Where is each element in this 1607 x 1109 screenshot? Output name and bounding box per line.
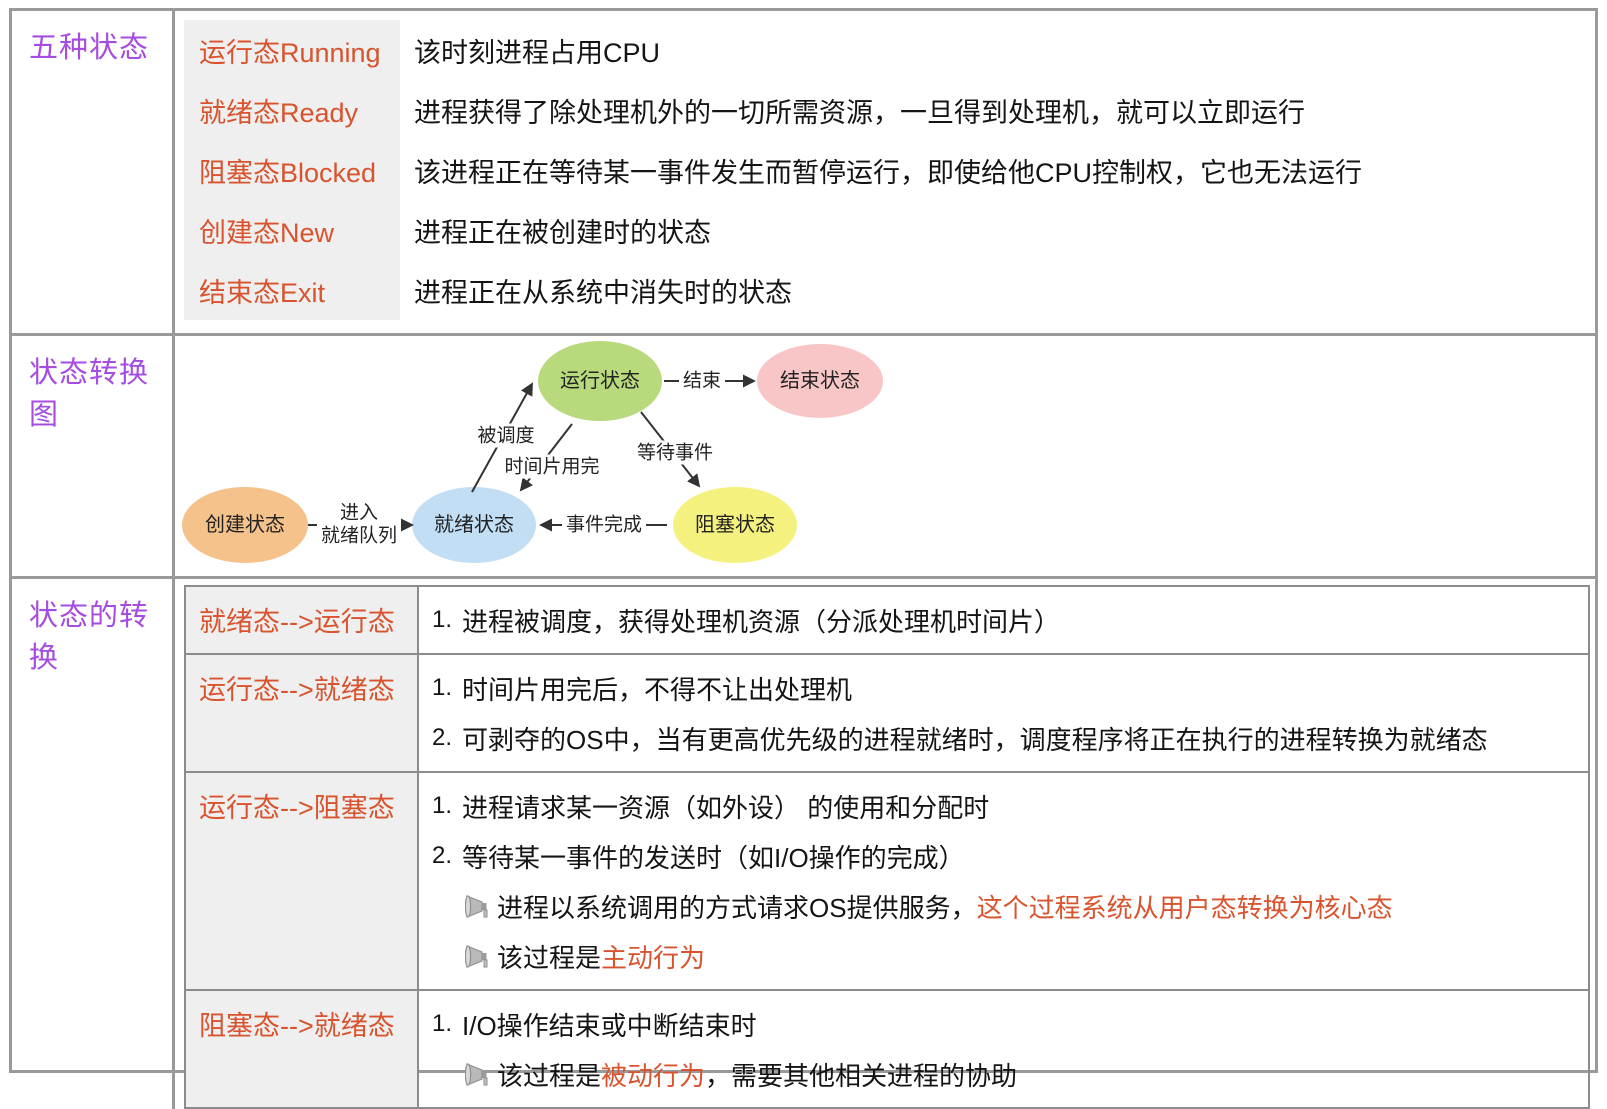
label-background (473, 423, 539, 448)
label-background (500, 454, 604, 479)
highlighted-text: 被动行为 (601, 1060, 706, 1091)
diagram-content: 创建状态 就绪状态 阻塞状态 运行状态 结束状态进入就绪队列 被调度时间片用完 等待事件事件… (175, 336, 1595, 578)
transition-label: 就绪态-->运行态 (186, 587, 419, 653)
state-description: 该时刻进程占用CPU (414, 37, 661, 68)
state-name: 结束态Exit (184, 260, 400, 320)
body-text: 进程以系统调用的方式请求OS提供服务， (497, 892, 977, 923)
five-states-table: 运行态Running 该时刻进程占用CPU 就绪态Ready 进程获得了除处理机外的一… (184, 20, 1595, 320)
five-states-content: 运行态Running 该时刻进程占用CPU 就绪态Ready 进程获得了除处理机外的一… (175, 11, 1595, 333)
state-node-label-exit: 结束状态 (780, 369, 860, 392)
label-background (678, 368, 726, 393)
state-node-label-new: 创建状态 (205, 513, 285, 536)
transition-details: 1. 进程被调度，获得处理机资源（分派处理机时间片） (419, 587, 1588, 653)
section-title-transitions: 状态的转换 (12, 579, 175, 1109)
state-node-blocked (673, 487, 797, 563)
transition-arrow-label: 结束 (683, 370, 721, 392)
megaphone-icon (465, 944, 488, 968)
transition-details: 1. 进程请求某一资源（如外设） 的使用和分配时 2. 等待某一事件的发送时（如I/O… (419, 773, 1588, 989)
state-node-ready (412, 487, 536, 563)
transition-label: 运行态-->就绪态 (186, 655, 419, 771)
line-number: 2. (432, 724, 453, 751)
state-description: 进程正在被创建时的状态 (414, 217, 711, 248)
state-name: 阻塞态Blocked (184, 140, 400, 200)
state-name: 就绪态Ready (184, 80, 400, 140)
transition-details: 1. 时间片用完后，不得不让出处理机 2. 可剥夺的OS中，当有更高优先级的进程就绪时… (419, 655, 1588, 771)
megaphone-icon (465, 894, 488, 918)
note-line: 该过程是被动行为，需要其他相关进程的协助 (419, 1049, 1588, 1099)
label-background (632, 440, 718, 465)
numbered-line: 2. 可剥夺的OS中，当有更高优先级的进程就绪时，调度程序将正在执行的进程转换为就… (419, 713, 1588, 763)
transition-label: 阻塞态-->就绪态 (186, 991, 419, 1107)
note-line: 进程以系统调用的方式请求OS提供服务，这个过程系统从用户态转换为核心态 (419, 881, 1588, 931)
transition-row: 运行态-->阻塞态 1. 进程请求某一资源（如外设） 的使用和分配时 2. 等待某一事件… (186, 771, 1588, 989)
numbered-line: 1. I/O操作结束或中断结束时 (419, 999, 1588, 1049)
state-node-exit (757, 344, 883, 418)
state-node-label-running: 运行状态 (560, 369, 640, 392)
body-text: 可剥夺的OS中，当有更高优先级的进程就绪时，调度程序将正在执行的进程转换为就绪态 (462, 724, 1488, 755)
state-node-new (182, 487, 308, 563)
numbered-line: 1. 时间片用完后，不得不让出处理机 (419, 663, 1588, 713)
body-text: 该过程是 (497, 1060, 602, 1091)
transition-row: 运行态-->就绪态 1. 时间片用完后，不得不让出处理机 2. 可剥夺的OS中，当有更高… (186, 653, 1588, 771)
transition-row: 就绪态-->运行态 1. 进程被调度，获得处理机资源（分派处理机时间片） (186, 587, 1588, 653)
line-number: 2. (432, 842, 453, 869)
transition-arrow-label: 进入 (340, 502, 378, 524)
section-diagram: 状态转换图 创建状态 就绪状态 阻塞状态 运行状态 结束状态进入就绪队列 被调度时间片用完… (12, 336, 1595, 579)
line-number: 1. (432, 674, 453, 701)
label-background (316, 523, 402, 548)
highlighted-text: 这个过程系统从用户态转换为核心态 (976, 892, 1393, 923)
state-node-label-ready: 就绪状态 (434, 513, 514, 536)
label-background (335, 500, 383, 525)
transitions-table: 就绪态-->运行态 1. 进程被调度，获得处理机资源（分派处理机时间片） 运行态-->… (184, 585, 1590, 1109)
numbered-line: 2. 等待某一事件的发送时（如I/O操作的完成） (419, 831, 1588, 881)
body-text: ，需要其他相关进程的协助 (705, 1060, 1018, 1091)
state-name: 运行态Running (184, 20, 400, 80)
body-text: I/O操作结束或中断结束时 (462, 1010, 757, 1041)
state-node-label-blocked: 阻塞状态 (695, 513, 775, 536)
transition-row: 阻塞态-->就绪态 1. I/O操作结束或中断结束时该过程是被动行为，需要其他相关进… (186, 989, 1588, 1107)
megaphone-icon (465, 1062, 488, 1086)
transition-arrow-label: 时间片用完 (504, 456, 599, 478)
body-text: 进程被调度，获得处理机资源（分派处理机时间片） (462, 606, 1061, 637)
body-text: 该过程是 (497, 942, 602, 973)
line-number: 1. (432, 606, 453, 633)
notes-table: 五种状态 运行态Running 该时刻进程占用CPU 就绪态Ready 进程获得了除处… (9, 8, 1598, 1109)
transition-arrow-label: 就绪队列 (321, 525, 397, 547)
section-title-diagram: 状态转换图 (12, 336, 175, 578)
transition-arrow-label: 事件完成 (566, 514, 642, 536)
transitions-content: 就绪态-->运行态 1. 进程被调度，获得处理机资源（分派处理机时间片） 运行态-->… (175, 579, 1595, 1109)
line-number: 1. (432, 1010, 453, 1037)
state-description: 该进程正在等待某一事件发生而暂停运行，即使给他CPU控制权，它也无法运行 (414, 157, 1363, 188)
transition-details: 1. I/O操作结束或中断结束时该过程是被动行为，需要其他相关进程的协助 (419, 991, 1588, 1107)
transition-label: 运行态-->阻塞态 (186, 773, 419, 989)
note-line: 该过程是主动行为 (419, 931, 1588, 981)
section-transitions: 状态的转换 就绪态-->运行态 1. 进程被调度，获得处理机资源（分派处理机时间片）… (12, 579, 1595, 1109)
numbered-line: 1. 进程请求某一资源（如外设） 的使用和分配时 (419, 781, 1588, 831)
state-description: 进程获得了除处理机外的一切所需资源，一旦得到处理机，就可以立即运行 (414, 97, 1305, 128)
body-text: 进程请求某一资源（如外设） 的使用和分配时 (462, 792, 990, 823)
section-five-states: 五种状态 运行态Running 该时刻进程占用CPU 就绪态Ready 进程获得了除处… (12, 11, 1595, 336)
body-text: 等待某一事件的发送时（如I/O操作的完成） (462, 842, 965, 873)
highlighted-text: 主动行为 (601, 942, 706, 973)
numbered-line: 1. 进程被调度，获得处理机资源（分派处理机时间片） (419, 595, 1588, 645)
transition-arrow-label: 等待事件 (637, 442, 713, 464)
state-node-running (538, 341, 662, 421)
body-text: 时间片用完后，不得不让出处理机 (462, 674, 853, 705)
state-description: 进程正在从系统中消失时的状态 (414, 277, 792, 308)
line-number: 1. (432, 792, 453, 819)
label-background (561, 512, 647, 537)
transition-arrow-label: 被调度 (477, 425, 534, 447)
section-title-five-states: 五种状态 (12, 11, 175, 333)
state-name: 创建态New (184, 200, 400, 260)
